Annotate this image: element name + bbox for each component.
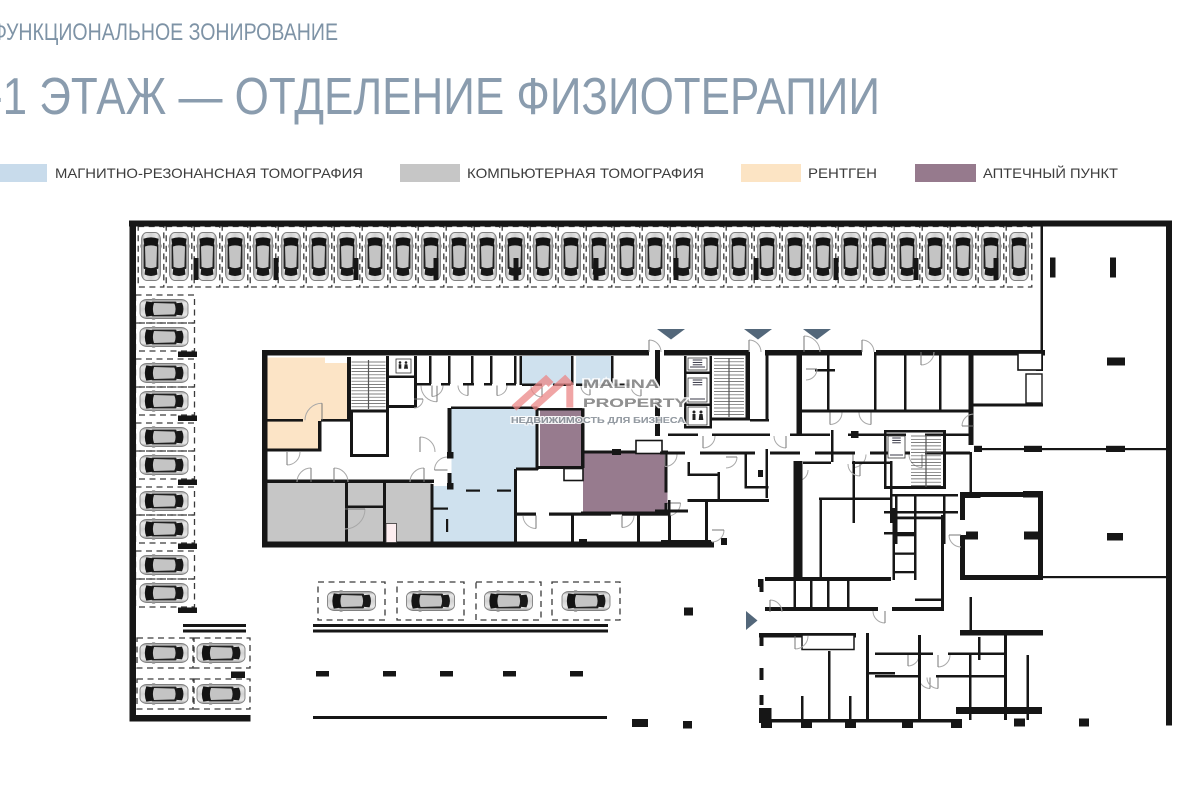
svg-text:ФУНКЦИОНАЛЬНОЕ ЗОНИРОВАНИЕ: ФУНКЦИОНАЛЬНОЕ ЗОНИРОВАНИЕ xyxy=(0,19,338,46)
svg-text:PROPERTY: PROPERTY xyxy=(583,396,687,410)
svg-text:РЕНТГЕН: РЕНТГЕН xyxy=(808,166,877,181)
svg-text:MALINA: MALINA xyxy=(583,377,660,391)
svg-text:-1 ЭТАЖ — ОТДЕЛЕНИЕ ФИЗИОТЕРАП: -1 ЭТАЖ — ОТДЕЛЕНИЕ ФИЗИОТЕРАПИИ xyxy=(0,68,880,126)
svg-text:АПТЕЧНЫЙ ПУНКТ: АПТЕЧНЫЙ ПУНКТ xyxy=(983,166,1118,181)
svg-text:НЕДВИЖИМОСТЬ ДЛЯ БИЗНЕСА: НЕДВИЖИМОСТЬ ДЛЯ БИЗНЕСА xyxy=(511,416,685,425)
svg-text:MALINA: MALINA xyxy=(583,377,660,391)
svg-text:КОМПЬЮТЕРНАЯ ТОМОГРАФИЯ: КОМПЬЮТЕРНАЯ ТОМОГРАФИЯ xyxy=(467,166,704,181)
svg-text:НЕДВИЖИМОСТЬ ДЛЯ БИЗНЕСА: НЕДВИЖИМОСТЬ ДЛЯ БИЗНЕСА xyxy=(511,416,685,425)
svg-text:МАГНИТНО-РЕЗОНАНСНАЯ ТОМОГРАФИ: МАГНИТНО-РЕЗОНАНСНАЯ ТОМОГРАФИЯ xyxy=(55,166,363,181)
svg-text:PROPERTY: PROPERTY xyxy=(583,396,687,410)
